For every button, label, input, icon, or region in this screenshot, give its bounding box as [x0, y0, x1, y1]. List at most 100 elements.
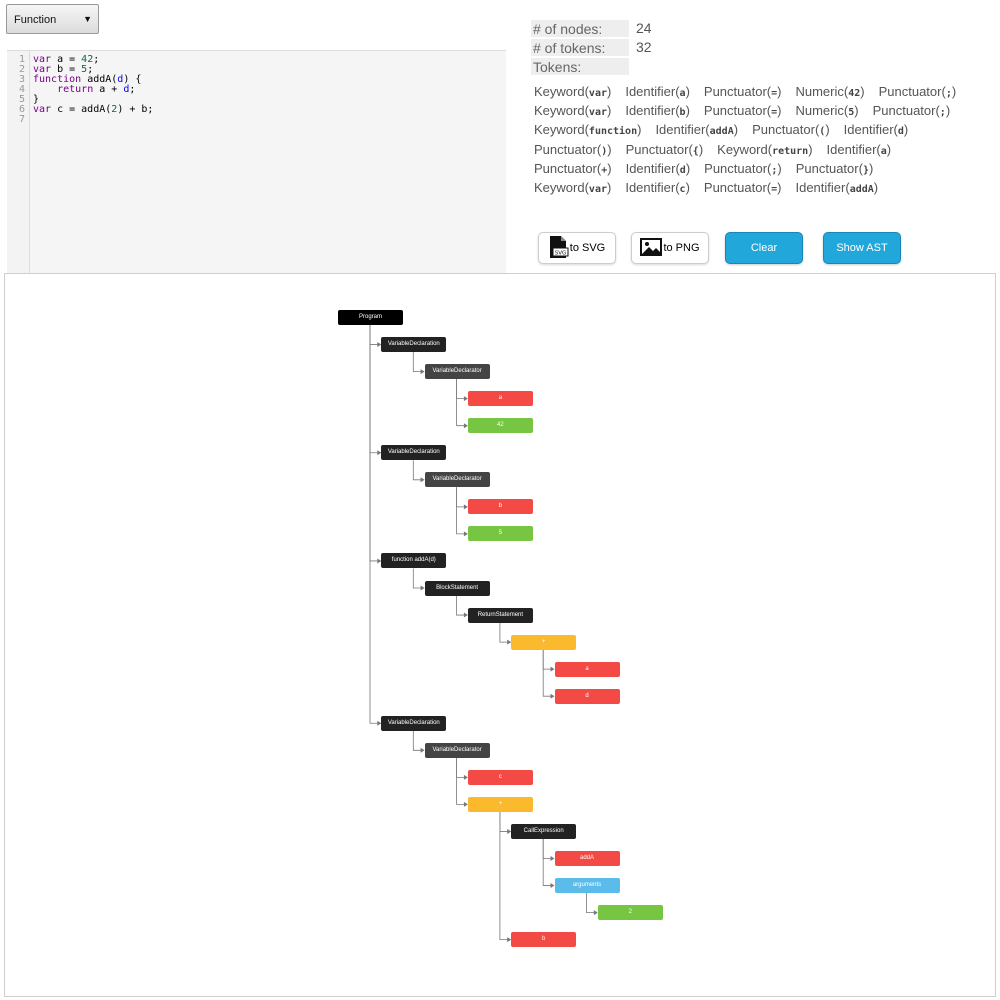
- svg-file-icon: SVG: [549, 235, 569, 262]
- svg-text:SVG: SVG: [555, 250, 567, 256]
- token-item: Identifier(addA): [795, 180, 879, 196]
- code-line[interactable]: 4 return a + d;: [7, 85, 487, 95]
- tokens-heading: Tokens:: [531, 58, 629, 75]
- token-item: Keyword(return): [717, 141, 813, 157]
- image-icon: [640, 237, 663, 259]
- tree-link-arrow: [550, 693, 555, 699]
- tree-link-arrow: [463, 396, 468, 402]
- code-line[interactable]: 5}: [7, 95, 487, 105]
- line-code: var b = 5;: [33, 64, 94, 75]
- tree-link: [412, 460, 422, 481]
- ast-node[interactable]: ReturnStatement: [467, 607, 533, 623]
- token-item: Punctuator(;): [872, 103, 951, 119]
- tree-link: [499, 622, 509, 643]
- ast-node[interactable]: a: [554, 661, 620, 677]
- tree-link-arrow: [420, 477, 425, 483]
- tree-link: [499, 811, 509, 832]
- tree-link: [456, 757, 465, 805]
- token-item: Punctuator({): [625, 141, 704, 157]
- tree-links: [369, 325, 598, 943]
- ast-node[interactable]: +: [467, 796, 533, 812]
- tree-link-arrow: [463, 423, 468, 429]
- tree-link-arrow: [377, 450, 382, 456]
- token-item: Identifier(a): [625, 84, 690, 99]
- show-ast-button[interactable]: Show AST: [823, 232, 901, 264]
- clear-button[interactable]: Clear: [725, 232, 803, 264]
- line-code: var c = addA(2) + b;: [33, 104, 154, 115]
- token-item: Punctuator(+): [534, 160, 612, 176]
- ast-node[interactable]: VariableDeclaration: [381, 715, 447, 731]
- ast-node[interactable]: VariableDeclaration: [381, 337, 447, 353]
- tree-link-arrow: [550, 666, 555, 672]
- tree-link-arrow: [463, 801, 468, 807]
- ast-node[interactable]: 5: [467, 526, 533, 542]
- ast-node[interactable]: BlockStatement: [424, 580, 490, 596]
- token-item: Identifier(addA): [655, 122, 739, 138]
- ast-node[interactable]: d: [554, 688, 620, 704]
- token-item: Keyword(var): [534, 103, 612, 119]
- token-item: Punctuator(;): [878, 84, 957, 99]
- ast-node[interactable]: addA: [554, 851, 620, 866]
- ast-node[interactable]: 2: [597, 905, 663, 921]
- token-item: Punctuator(=): [703, 84, 782, 99]
- ast-node[interactable]: function addA(d): [381, 553, 447, 569]
- ast-node[interactable]: VariableDeclaration: [381, 445, 447, 461]
- line-code: }: [33, 94, 40, 105]
- ast-node[interactable]: VariableDeclarator: [424, 742, 490, 758]
- dropdown-arrow-icon: ▼: [83, 14, 92, 24]
- line-code: function addA(d) {: [33, 74, 142, 85]
- export-svg-label: to SVG: [569, 242, 606, 254]
- tree-link: [412, 352, 422, 372]
- node-type-select[interactable]: Function ▼: [6, 4, 99, 34]
- tree-link: [456, 487, 465, 508]
- node-type-select-value: Function: [14, 14, 57, 26]
- tree-link-arrow: [377, 558, 382, 564]
- tree-link-arrow: [377, 342, 382, 348]
- ast-node[interactable]: 42: [467, 418, 533, 434]
- ast-node[interactable]: VariableDeclarator: [424, 364, 490, 380]
- tree-link-arrow: [593, 910, 598, 916]
- export-png-button[interactable]: to PNG: [631, 232, 709, 264]
- tree-link: [456, 595, 465, 616]
- tree-link-arrow: [463, 504, 468, 510]
- token-item: Numeric(42): [795, 84, 865, 99]
- ast-node[interactable]: CallExpression: [511, 823, 577, 839]
- token-item: Punctuator(;): [704, 160, 782, 176]
- token-item: Identifier(b): [625, 103, 690, 119]
- ast-node[interactable]: b: [467, 499, 533, 515]
- show-ast-label: Show AST: [836, 242, 888, 254]
- ast-node[interactable]: Program: [338, 310, 403, 325]
- ast-node[interactable]: c: [467, 769, 533, 785]
- tree-link-arrow: [550, 856, 555, 861]
- tree-link-arrow: [550, 883, 555, 889]
- code-line[interactable]: 7: [7, 115, 487, 125]
- tree-link: [542, 649, 552, 697]
- nodes-count-label: # of nodes:: [531, 20, 629, 37]
- ast-node[interactable]: +: [511, 634, 577, 650]
- tree-link: [369, 325, 379, 562]
- tokens-count-label: # of tokens:: [531, 39, 629, 56]
- line-number: 1: [18, 54, 25, 65]
- line-number: 4: [18, 84, 25, 95]
- tree-link-arrow: [507, 639, 512, 645]
- clear-label: Clear: [750, 242, 778, 254]
- tree-link: [542, 838, 552, 859]
- tree-link: [456, 379, 465, 400]
- tree-link: [456, 757, 465, 778]
- export-svg-button[interactable]: SVG to SVG: [538, 232, 616, 264]
- line-number: 5: [18, 94, 25, 105]
- token-item: Identifier(d): [843, 122, 909, 138]
- ast-node[interactable]: arguments: [554, 878, 620, 894]
- token-item: Identifier(a): [826, 141, 892, 157]
- ast-node[interactable]: VariableDeclarator: [424, 472, 490, 488]
- tree-link-arrow: [463, 612, 468, 618]
- tokens-count-value: 32: [636, 39, 652, 55]
- ast-node[interactable]: b: [511, 932, 577, 948]
- ast-node[interactable]: a: [467, 391, 533, 407]
